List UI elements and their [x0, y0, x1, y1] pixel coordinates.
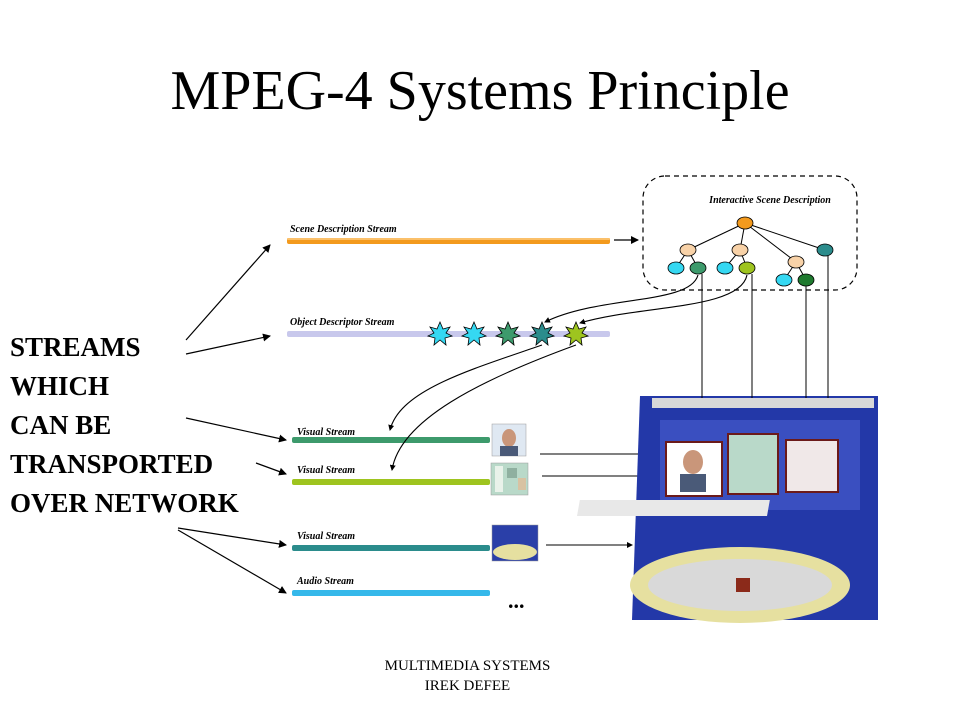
streams-caption: STREAMS WHICH CAN BE TRANSPORTED OVER NE…	[10, 328, 239, 523]
descriptor-link-arrows	[388, 274, 748, 471]
tree-leaf-node	[738, 261, 756, 275]
footer-line: MULTIMEDIA SYSTEMS	[384, 658, 551, 674]
scene-box-label: Interactive Scene Description	[708, 195, 831, 206]
tree-node	[787, 255, 805, 269]
stream-label: Visual Stream	[297, 465, 355, 476]
caption-arrows	[177, 244, 287, 594]
tree-to-screen-lines	[701, 256, 829, 398]
ellipsis: ...	[508, 588, 525, 613]
slide-title: MPEG-4 Systems Principle	[170, 60, 790, 122]
stream-label: Scene Description Stream	[290, 224, 397, 235]
footer-line: IREK DEFEE	[424, 678, 511, 694]
descriptor-star	[494, 320, 522, 346]
stream-label: Object Descriptor Stream	[290, 317, 395, 328]
tree-leaf-node	[689, 261, 707, 275]
video-thumbnail-3	[491, 524, 539, 562]
descriptor-star	[460, 320, 488, 346]
tree-node	[816, 243, 834, 257]
caption-line: WHICH	[10, 371, 110, 401]
video-thumbnail-1	[491, 423, 527, 457]
composited-scene-image	[577, 396, 878, 623]
tree-leaf-node	[797, 273, 815, 287]
tree-node	[679, 243, 697, 257]
stream-label: Visual Stream	[297, 531, 355, 542]
tree-root-node	[736, 216, 754, 230]
caption-line: STREAMS	[10, 332, 141, 362]
descriptor-star	[426, 320, 454, 346]
interactive-scene-box: Interactive Scene Description	[642, 175, 858, 291]
tree-node	[731, 243, 749, 257]
stream-label: Visual Stream	[297, 427, 355, 438]
video-thumbnail-2	[490, 462, 529, 496]
scene-description-stream: Scene Description Stream	[287, 224, 610, 244]
audio-stream: Audio Stream	[292, 576, 490, 596]
visual-stream-2: Visual Stream	[292, 465, 490, 485]
tree-leaf-node	[716, 261, 734, 275]
visual-stream-3: Visual Stream	[292, 531, 490, 551]
tree-leaf-node	[667, 261, 685, 275]
stream-label: Audio Stream	[296, 576, 354, 587]
footer: MULTIMEDIA SYSTEMS IREK DEFEE	[0, 656, 935, 696]
descriptor-star	[562, 320, 590, 346]
tree-leaf-node	[775, 273, 793, 287]
caption-line: OVER NETWORK	[10, 488, 239, 518]
descriptor-star	[528, 320, 556, 346]
caption-line: CAN BE	[10, 410, 112, 440]
object-descriptors	[426, 320, 590, 346]
visual-stream-1: Visual Stream	[292, 427, 490, 443]
caption-line: TRANSPORTED	[10, 449, 214, 479]
